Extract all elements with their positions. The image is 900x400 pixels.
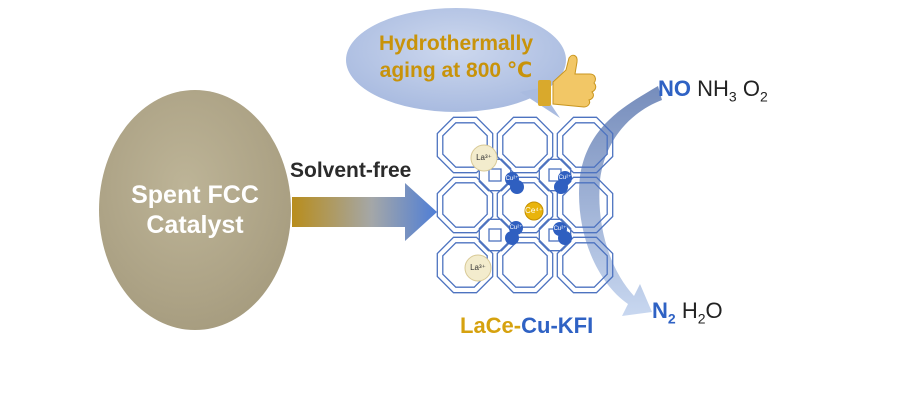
reactant-nh3-base: NH [697,76,729,101]
cage-mid-1-1 [538,218,572,252]
cu-ion-sphere-2 [510,180,524,194]
cu-ion-label-1: Cu²⁺ [505,176,519,182]
cu-ion-label-2: Cu²⁺ [558,175,572,181]
cage-outer-2-2 [556,236,614,294]
cage-mid-1-0 [478,218,512,252]
cage-outer-2-1 [496,236,554,294]
zeolite-name-kfi: KFI [557,313,594,338]
cage-inner-2-2 [562,242,608,288]
cu-ion-sphere-6 [505,231,519,245]
ce-ion-label: Ce⁴⁺ [525,206,543,215]
reactant-o2-sub: 2 [759,88,768,105]
reactant-no: NO [658,76,691,101]
product-n2-sub: 2 [667,310,676,327]
process-arrow [292,183,437,241]
cage-outer-1-0 [436,176,494,234]
catalyst-line-1: Spent FCC [131,181,259,209]
cu-ion-sphere-4 [554,180,568,194]
thumbs-up-icon [538,54,597,108]
product-h2o-o: O [705,298,723,323]
product-h2o-h: H [681,298,698,323]
zeolite-name-lace: LaCe [460,313,514,338]
zeolite-name-cu: Cu [521,313,551,338]
reaction-arrow [579,86,662,316]
product-n2: N2 [652,298,676,327]
cation-spheres [464,144,572,282]
cage-outer-0-0 [436,116,494,174]
la-ion-top-sphere [470,144,498,172]
cage-inner-1-0 [442,182,488,228]
zeolite-name-sep2: - [550,313,558,338]
product-n2-base: N [652,298,668,323]
cage-inner-1-2 [562,182,608,228]
reactant-o2-base: O [742,76,760,101]
cage-outer-1-2 [556,176,614,234]
cage-inner-0-0 [442,122,488,168]
kfi-framework [436,116,614,294]
cage-outer-1-1 [496,176,554,234]
cage-outer-0-1 [496,116,554,174]
reactants-label: NO NH3 O2 [658,76,768,104]
aging-line-2: aging at 800 ℃ [379,59,533,82]
la-ion-top-label: La³⁺ [476,153,492,162]
process-label: Solvent-free [290,159,412,182]
zeolite-name-sep1: - [513,313,522,338]
cage-inner-0-1 [502,122,548,168]
cu-ion-label-4: Cu²⁺ [553,226,567,232]
cage-link-1-0 [488,228,502,242]
zeolite-name: LaCe-Cu-KFI [460,313,593,339]
reactant-nh3: NH3 [697,76,737,105]
aging-condition-text: Hydrothermally aging at 800 ℃ [346,30,566,84]
product-h2o-sub: 2 [697,310,706,327]
cage-outer-2-0 [436,236,494,294]
ce-ion-sphere [524,201,544,221]
products-label: N2 H2O [652,298,723,326]
cage-inner-2-0 [442,242,488,288]
cage-link-0-0 [488,168,502,182]
cage-outer-0-2 [556,116,614,174]
aging-line-1: Hydrothermally [378,32,534,55]
cage-inner-2-1 [502,242,548,288]
product-h2o: H2O [681,298,723,327]
reactant-nh3-sub: 3 [728,88,737,105]
cage-inner-1-1 [502,182,548,228]
catalyst-label: Spent FCC Catalyst [105,180,285,240]
catalyst-line-2: Catalyst [146,211,244,239]
la-ion-bottom-label: La³⁺ [470,263,486,272]
catalyst-blob [99,90,291,330]
reactant-o2: O2 [742,76,768,105]
cage-inner-0-2 [562,122,608,168]
la-ion-bottom-sphere [464,254,492,282]
cu-ion-label-3: Cu²⁺ [509,225,523,231]
cu-ion-sphere-8 [558,231,572,245]
